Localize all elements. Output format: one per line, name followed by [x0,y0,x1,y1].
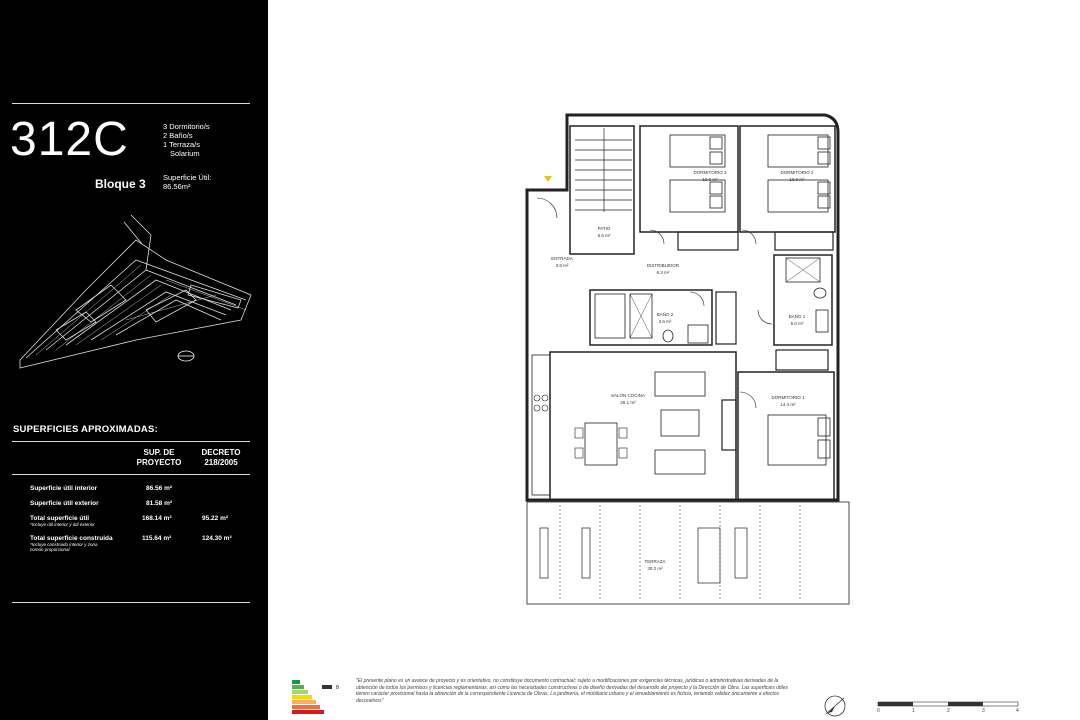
area-row-decree: 124.30 m² [202,535,232,542]
room-label-entrada: ENTRADA [551,256,573,261]
floor-plan: PATIO 6.6 m² ENTRADA 3.8 m² DISTRIBUIDOR… [525,113,850,605]
divider [12,602,250,603]
useful-area-value: 86.56m² [163,182,191,191]
room-label-patio: PATIO [598,226,611,231]
room-area-dorm1: 14.4 m² [780,402,796,407]
useful-area-label: Superficie Útil: [163,173,212,182]
area-row-project: 81.58 m² [146,500,173,507]
site-aerial-sketch [19,214,252,369]
room-label-salon: SALÓN COCINA [611,392,645,398]
area-row-decree: 95.22 m² [202,515,229,522]
scale-tick: 2 [947,708,950,714]
area-row-note: *Incluye útil interior y útil exterior [30,522,95,527]
unit-info-panel: 312C Bloque 3 3 Dormitorio/s 2 Baño/s 1 … [0,0,268,720]
north-compass-icon [824,695,846,717]
feature-terraces: 1 Terraza/s [163,140,200,149]
useful-area: Superficie Útil: 86.56m² [163,173,211,191]
room-area-entrada: 3.8 m² [556,263,569,268]
room-label-bano2: BAÑO 2 [657,311,674,317]
room-area-dorm3: 10.0 m² [702,177,718,182]
room-area-dorm2: 10.0 m² [789,177,805,182]
divider [12,441,250,442]
unit-features: 3 Dormitorio/s 2 Baño/s 1 Terraza/s Sola… [163,122,210,158]
room-label-dorm1: DORMITORIO 1 [772,395,805,400]
room-label-distribuidor: DISTRIBUIDOR [647,263,680,268]
area-row-note: *Incluye construido interior y zona comú… [30,542,98,552]
area-row-project: 86.56 m² [146,485,173,492]
col-header-decree: DECRETO 218/2005 [201,448,241,467]
room-label-dorm2: DORMITORIO 2 [781,170,814,175]
col-header-project: SUP. DE PROYECTO [136,448,182,467]
area-row-label: Superficie útil interior [30,485,98,492]
scale-bar [877,701,1019,707]
scale-tick: 3 [982,708,985,714]
room-label-bano1: BAÑO 1 [789,313,806,319]
divider [12,474,250,475]
feature-solarium: Solarium [170,149,200,158]
area-row-project: 115.64 m² [142,535,172,542]
room-label-terraza: TERRAZA [644,559,665,564]
divider [12,103,250,104]
room-area-bano1: 5.0 m² [791,321,804,326]
room-area-bano2: 3.6 m² [659,319,672,324]
scale-tick: 4 [1016,708,1019,714]
area-row-label: Total superficie útil [30,515,90,522]
area-row-project: 168.14 m² [142,515,172,522]
scale-tick: 1 [912,708,915,714]
energy-rating-chart: B [292,680,340,714]
scale-tick: 0 [877,708,880,714]
area-row-label: Superficie útil exterior [30,500,99,507]
block-label: Bloque 3 [95,177,146,191]
legal-disclaimer: "El presente plano es un avance de proye… [356,678,788,704]
areas-title: SUPERFICIES APROXIMADAS: [13,424,158,435]
room-label-dorm3: DORMITORIO 3 [694,170,727,175]
feature-bathrooms: 2 Baño/s [163,131,193,140]
unit-code: 312C [10,113,129,166]
room-area-terraza: 30.2 m² [647,566,663,571]
room-area-distribuidor: 6.3 m² [657,270,670,275]
area-row-label: Total superficie construida [30,535,113,542]
room-area-patio: 6.6 m² [598,233,611,238]
room-area-salon: 26.1 m² [620,400,636,405]
energy-rating-letter: B [336,685,340,691]
feature-bedrooms: 3 Dormitorio/s [163,122,210,131]
